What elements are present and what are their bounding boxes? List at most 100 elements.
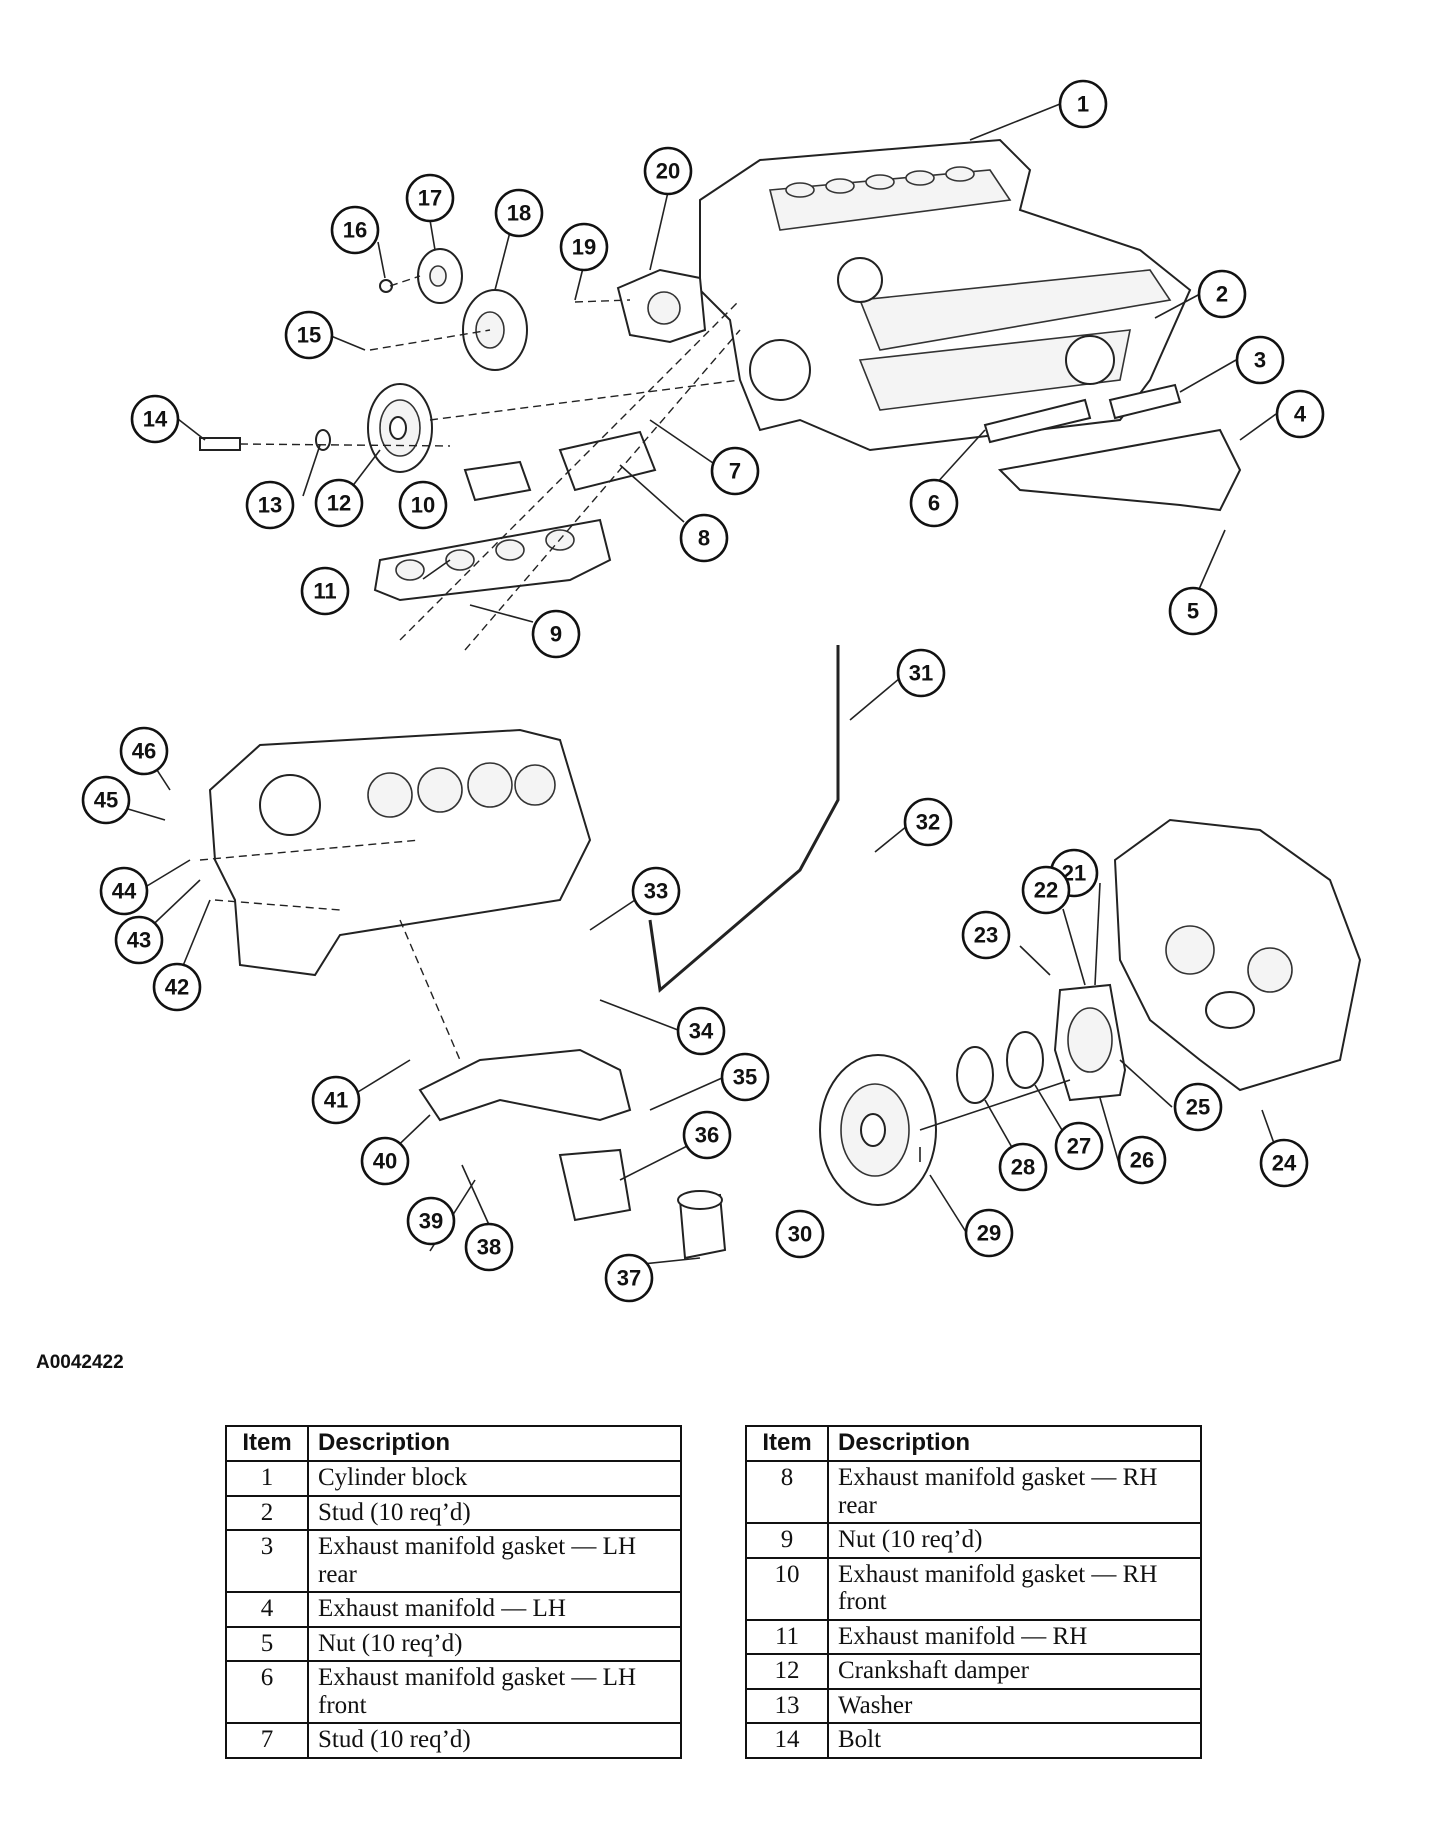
callout-label: 42 — [165, 975, 189, 1000]
callout-label: 2 — [1216, 282, 1228, 307]
callout-label: 1 — [1077, 92, 1089, 117]
callout-label: 6 — [928, 491, 940, 516]
gasket-rh-rear — [558, 430, 657, 492]
callout-label: 10 — [411, 493, 435, 518]
callout-label: 32 — [916, 810, 940, 835]
callout-29: 29 — [964, 1208, 1014, 1258]
callout-2: 2 — [1197, 269, 1247, 319]
callout-19: 19 — [559, 222, 609, 272]
callout-40: 40 — [360, 1136, 410, 1186]
exploded-engine-diagram: 1 2 3 4 5 6 7 8 9 10 11 12 13 14 15 16 1… — [81, 79, 1362, 1303]
engine-block-top-view — [699, 138, 1192, 452]
callout-label: 33 — [644, 879, 668, 904]
callout-label: 25 — [1186, 1095, 1210, 1120]
item-description: Bolt — [827, 1722, 1202, 1759]
callout-38: 38 — [464, 1222, 514, 1272]
item-description: Exhaust manifold — RH — [827, 1618, 1202, 1655]
gasket-rh-front — [463, 460, 532, 502]
callout-9: 9 — [531, 609, 581, 659]
water-pump — [616, 268, 707, 344]
callout-22: 22 — [1021, 865, 1071, 915]
callout-label: 46 — [132, 739, 156, 764]
callout-42: 42 — [152, 962, 202, 1012]
callout-7: 7 — [710, 446, 760, 496]
item-number: 10 — [745, 1556, 829, 1621]
callout-label: 45 — [94, 788, 118, 813]
callout-5: 5 — [1168, 586, 1218, 636]
callout-34: 34 — [676, 1006, 726, 1056]
item-number: 1 — [225, 1460, 309, 1497]
callout-30: 30 — [775, 1209, 825, 1259]
callout-3: 3 — [1235, 335, 1285, 385]
callout-24: 24 — [1259, 1138, 1309, 1188]
gasket-lh-rear — [1108, 383, 1182, 420]
callout-label: 35 — [733, 1065, 757, 1090]
item-number: 2 — [225, 1494, 309, 1531]
item-number: 5 — [225, 1625, 309, 1662]
callout-12: 12 — [314, 478, 364, 528]
callout-37: 37 — [604, 1253, 654, 1303]
callout-15: 15 — [284, 310, 334, 360]
callout-label: 44 — [112, 879, 137, 904]
leader-lines — [107, 103, 1281, 1268]
callout-label: 22 — [1034, 878, 1058, 903]
callout-label: 27 — [1067, 1134, 1091, 1159]
callout-26: 26 — [1117, 1135, 1167, 1185]
column-header-description: Description — [307, 1425, 682, 1462]
callout-label: 29 — [977, 1221, 1001, 1246]
callout-label: 9 — [550, 622, 562, 647]
item-number: 7 — [225, 1722, 309, 1759]
item-number: 9 — [745, 1522, 829, 1559]
item-number: 14 — [745, 1722, 829, 1759]
callout-label: 5 — [1187, 599, 1199, 624]
callout-23: 23 — [961, 910, 1011, 960]
item-number: 13 — [745, 1687, 829, 1724]
callout-label: 4 — [1294, 402, 1307, 427]
callout-25: 25 — [1173, 1082, 1223, 1132]
callout-4: 4 — [1275, 389, 1325, 439]
item-number: 12 — [745, 1653, 829, 1690]
flywheel — [819, 1054, 937, 1206]
figure-id: A0042422 — [36, 1352, 124, 1373]
item-description: Nut (10 req’d) — [307, 1625, 682, 1662]
callout-1: 1 — [1058, 79, 1108, 129]
item-number: 11 — [745, 1618, 829, 1655]
callout-label: 16 — [343, 218, 367, 243]
callout-label: 34 — [689, 1019, 714, 1044]
seal-27 — [1006, 1031, 1044, 1089]
callout-45: 45 — [81, 775, 131, 825]
callout-44: 44 — [99, 866, 149, 916]
callout-label: 12 — [327, 491, 351, 516]
callout-46: 46 — [119, 726, 169, 776]
callout-label: 17 — [418, 186, 442, 211]
callout-label: 15 — [297, 323, 321, 348]
callout-label: 36 — [695, 1123, 719, 1148]
callout-32: 32 — [903, 797, 953, 847]
crankshaft-damper — [367, 383, 433, 473]
item-description: Washer — [827, 1687, 1202, 1724]
oil-pickup — [418, 1048, 632, 1122]
callout-33: 33 — [631, 866, 681, 916]
legend-header-row: Item Description — [225, 1425, 682, 1462]
callout-label: 19 — [572, 235, 596, 260]
item-description: Exhaust manifold — LH — [307, 1591, 682, 1628]
callout-label: 18 — [507, 201, 531, 226]
callout-20: 20 — [643, 146, 693, 196]
idler-pulley-17 — [417, 248, 463, 304]
exhaust-manifold-lh — [997, 428, 1242, 512]
callout-label: 3 — [1254, 348, 1266, 373]
callout-28: 28 — [998, 1142, 1048, 1192]
item-description: Exhaust manifold gasket — LH rear — [307, 1529, 682, 1593]
callout-label: 40 — [373, 1149, 397, 1174]
engine-rear-view — [1113, 818, 1362, 1092]
callout-6: 6 — [909, 478, 959, 528]
